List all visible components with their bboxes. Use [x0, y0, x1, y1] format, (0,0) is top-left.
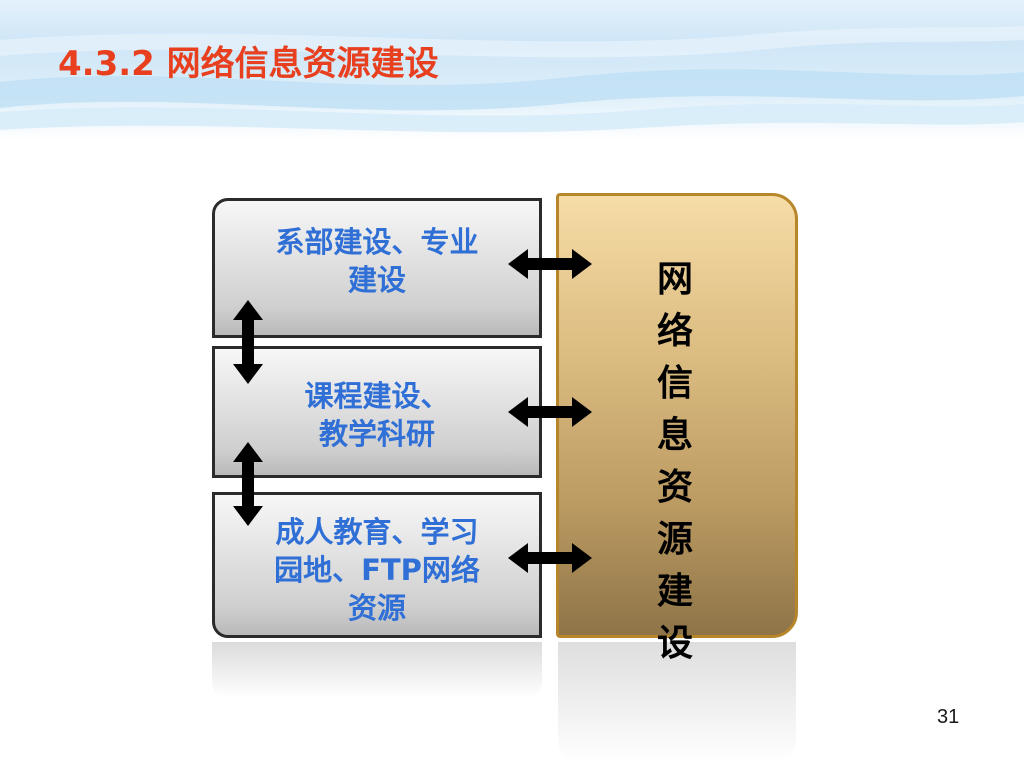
vertical-char-8: 设	[656, 623, 693, 664]
double-arrow-horizontal-icon	[508, 397, 592, 427]
box-3-text: 成人教育、学习 园地、FTP网络 资源	[215, 513, 539, 627]
vertical-char-7: 建	[656, 571, 693, 612]
page-number: 31	[937, 706, 960, 728]
box-department-construction: 系部建设、专业 建设	[212, 198, 542, 338]
slide-title: 4.3.2 网络信息资源建设	[58, 44, 439, 84]
box-adult-education: 成人教育、学习 园地、FTP网络 资源	[212, 492, 542, 638]
vertical-char-2: 络	[656, 311, 693, 352]
vertical-char-5: 资	[656, 467, 693, 508]
vertical-char-1: 网	[656, 259, 693, 300]
box-1-line-1: 系部建设、专业	[275, 225, 479, 259]
right-box-reflection	[558, 642, 796, 762]
box-2-line-2: 教学科研	[318, 417, 435, 451]
double-arrow-vertical-icon	[233, 300, 263, 384]
header-wave-decoration	[0, 26, 1024, 133]
box-3-line-2: 园地、FTP网络	[274, 553, 480, 587]
vertical-char-6: 源	[656, 519, 693, 560]
vertical-title: 网 络 信 息 资 源 建 设	[645, 254, 705, 670]
box-2-text: 课程建设、 教学科研	[215, 377, 539, 453]
box-1-text: 系部建设、专业 建设	[215, 223, 539, 299]
box-3-line-3: 资源	[347, 591, 406, 625]
box-3-line-1: 成人教育、学习	[275, 515, 479, 549]
box-network-info-resources: 网 络 信 息 资 源 建 设	[556, 193, 798, 664]
header-band	[0, 0, 1024, 140]
vertical-char-4: 息	[656, 415, 693, 456]
left-boxes-reflection	[212, 642, 542, 698]
box-course-construction: 课程建设、 教学科研	[212, 346, 542, 478]
box-2-line-1: 课程建设、	[304, 379, 450, 413]
double-arrow-horizontal-icon	[508, 543, 592, 573]
box-1-line-2: 建设	[347, 263, 406, 297]
double-arrow-vertical-icon	[233, 442, 263, 526]
double-arrow-horizontal-icon	[508, 249, 592, 279]
vertical-char-3: 信	[656, 363, 693, 404]
